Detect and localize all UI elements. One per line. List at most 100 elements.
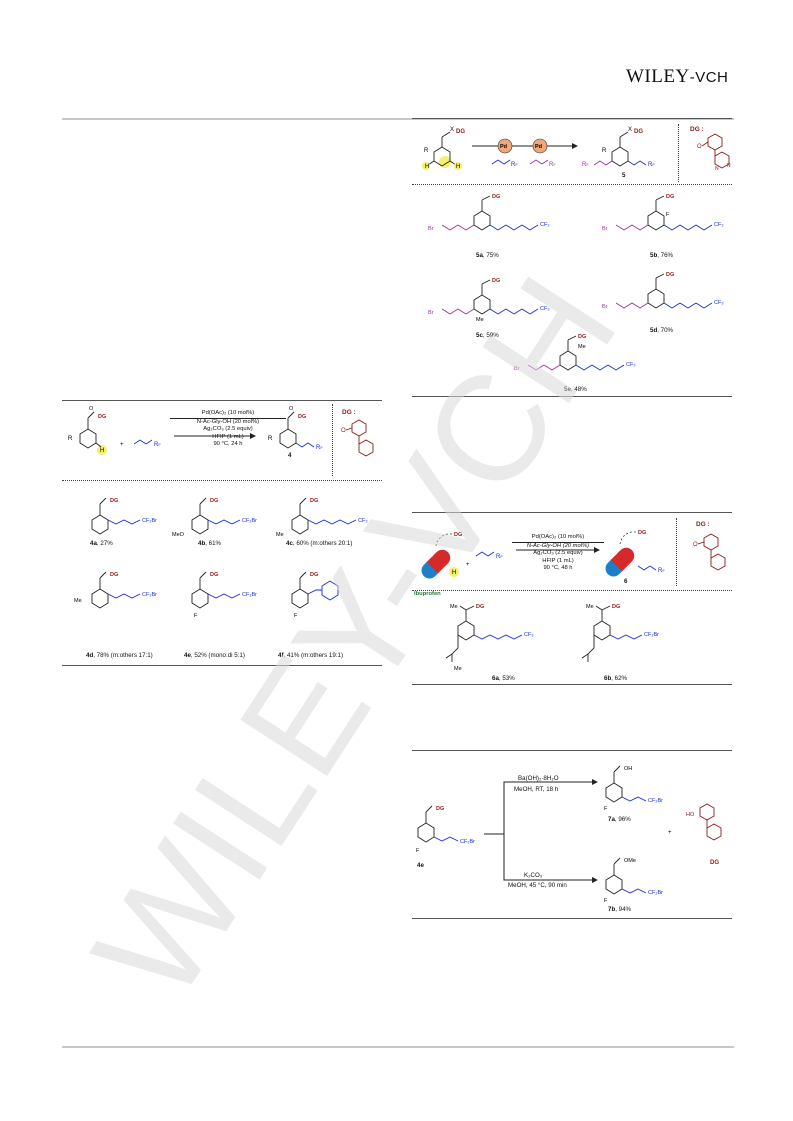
scheme-mid-product-label: 4 — [288, 452, 292, 459]
scheme-mid-rule-bottom — [62, 665, 382, 666]
scheme-top-divider — [412, 184, 732, 185]
svg-text:F: F — [194, 613, 198, 619]
scheme-mid-rule-top — [62, 400, 382, 401]
svg-text:DG: DG — [298, 414, 306, 420]
pd-catalyst-1: Pd — [500, 144, 507, 150]
scheme-mid-vdivider — [332, 404, 333, 476]
svg-text:Br: Br — [602, 226, 608, 232]
product-5d: 5d, 70% — [650, 327, 674, 334]
product-7a: 7a, 96% — [608, 816, 631, 823]
scheme-mid-conditions: Pd(OAc)₂ (10 mol%) N-Ac-Gly-OH (20 mol%)… — [170, 410, 286, 449]
svg-text:Me: Me — [578, 344, 586, 350]
svg-text:CF₃: CF₃ — [358, 518, 368, 524]
scheme-right-rule-bottom — [412, 684, 732, 685]
svg-text:+: + — [120, 442, 124, 448]
svg-text:X: X — [628, 127, 632, 133]
scheme-top-vdivider — [678, 124, 679, 182]
scheme-right-divider — [412, 590, 732, 591]
scheme-bottom-rule-bottom — [412, 918, 732, 919]
dg-label-bottom: DG — [710, 860, 719, 866]
svg-text:F: F — [416, 848, 420, 854]
lower-reagent: K₂CO₃ — [524, 872, 543, 879]
right-cond-5: 90 °C, 48 h — [543, 565, 573, 572]
scheme-bottom-rule-top — [412, 750, 732, 751]
svg-text:Br: Br — [428, 226, 434, 232]
svg-text:H: H — [456, 164, 460, 170]
svg-text:Me: Me — [454, 666, 462, 672]
scheme-right-rule-top — [412, 512, 732, 513]
svg-text:CF₂Br: CF₂Br — [648, 798, 663, 804]
drug-name-ibuprofen: Ibuprofen — [414, 591, 441, 597]
svg-text:DG: DG — [310, 572, 318, 578]
svg-text:O: O — [341, 428, 346, 434]
svg-text:Me: Me — [450, 604, 458, 610]
svg-text:O: O — [693, 542, 698, 548]
svg-text:DG: DG — [578, 334, 586, 340]
right-cond-3: Ag₂CO₃ (2.5 equiv) — [533, 550, 583, 557]
svg-text:O: O — [289, 406, 294, 412]
dg-title-right: DG : — [696, 521, 710, 528]
svg-text:X: X — [450, 127, 454, 133]
svg-text:RF: RF — [582, 162, 589, 168]
svg-text:CF₃: CF₃ — [524, 632, 534, 638]
svg-text:CF₃: CF₃ — [714, 222, 724, 228]
svg-text:Br: Br — [514, 366, 520, 372]
dg-title-top: DG : — [690, 126, 704, 133]
right-cond-2: N-Ac-Gly-OH (20 mol%) — [512, 541, 604, 551]
svg-text:DG: DG — [110, 498, 118, 504]
product-5e: 5e, 48% — [564, 386, 587, 393]
scheme-top-rule-top — [412, 118, 732, 119]
svg-text:DG: DG — [492, 194, 500, 200]
svg-text:CF₃: CF₃ — [540, 306, 550, 312]
mid-cond-3: Ag₂CO₃ (2.5 equiv) — [203, 426, 253, 433]
svg-text:DG: DG — [476, 604, 484, 610]
product-4f: 4f, 41% (m:others 19:1) — [278, 652, 344, 659]
dg-title-mid: DG : — [342, 409, 356, 416]
svg-text:RF: RF — [316, 445, 323, 451]
mid-cond-2: N-Ac-Gly-OH (20 mol%) — [170, 417, 286, 427]
svg-text:R: R — [68, 436, 73, 442]
svg-text:+: + — [466, 562, 470, 568]
scheme-right-reaction: H DG + RF DG RF DG : O — [421, 521, 726, 579]
svg-text:CF₂Br: CF₂Br — [648, 890, 663, 896]
pd-catalyst-2: Pd — [535, 144, 542, 150]
svg-text:RF: RF — [658, 568, 665, 574]
svg-text:RF: RF — [511, 162, 518, 168]
scheme-mid-divider — [62, 480, 382, 481]
svg-text:DG: DG — [666, 194, 674, 200]
svg-text:H: H — [452, 570, 456, 576]
svg-text:RF: RF — [496, 554, 503, 560]
product-6a: 6a, 53% — [492, 675, 515, 682]
svg-text:CF₂Br: CF₂Br — [242, 518, 257, 524]
svg-text:O: O — [89, 406, 94, 412]
svg-text:CF₂Br: CF₂Br — [242, 592, 257, 598]
svg-text:DG: DG — [210, 498, 218, 504]
svg-text:DG: DG — [612, 604, 620, 610]
scheme-right-vdivider — [676, 518, 677, 586]
header-rule — [62, 118, 734, 120]
product-4e: 4e, 52% (mono:di 5:1) — [184, 652, 245, 659]
lower-conditions: MeOH, 45 °C, 90 min — [508, 882, 567, 889]
svg-text:DG: DG — [638, 530, 646, 536]
scheme-bottom-reaction: CF₂Br DG F CF₂Br CF₂Br OH OMe F F + HO D… — [416, 765, 722, 904]
svg-text:DG: DG — [492, 278, 500, 284]
svg-text:DG: DG — [98, 414, 106, 420]
svg-text:DG: DG — [454, 532, 462, 538]
svg-text:DG: DG — [110, 572, 118, 578]
svg-text:CF₂Br: CF₂Br — [142, 592, 157, 598]
product-4d: 4d, 78% (m:others 17:1) — [86, 652, 153, 659]
svg-text:CF₂Br: CF₂Br — [460, 839, 475, 845]
svg-text:CF₃: CF₃ — [540, 222, 550, 228]
product-4c: 4c, 60% (m:others 20:1) — [286, 540, 353, 547]
scheme-top-product-label: 5 — [622, 172, 626, 179]
product-5b: 5b, 76% — [650, 252, 674, 259]
svg-text:N: N — [727, 163, 731, 169]
product-7b: 7b, 94% — [608, 906, 632, 913]
scheme-mid-reaction: H R R O O DG DG + RF RF DG : O — [68, 406, 374, 457]
svg-text:CF₂Br: CF₂Br — [644, 632, 659, 638]
svg-text:F: F — [604, 898, 608, 904]
svg-text:DG: DG — [456, 129, 465, 135]
svg-text:Me: Me — [586, 604, 594, 610]
